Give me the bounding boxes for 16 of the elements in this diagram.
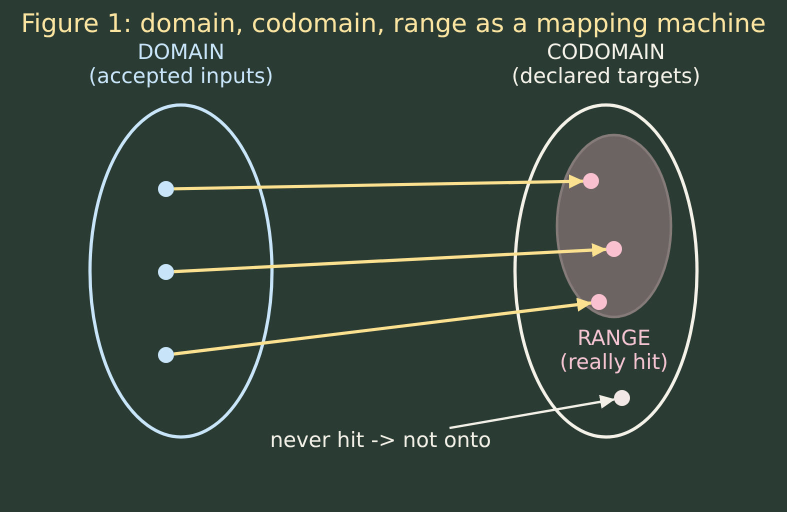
set-description: (declared targets) [512, 64, 700, 88]
arrow [449, 394, 616, 430]
dot-icon [614, 390, 630, 406]
annotation-text: never hit -> not onto [270, 428, 492, 452]
arrow [174, 298, 592, 356]
set-label: CODOMAIN [546, 40, 666, 64]
set-label: RANGE [577, 326, 651, 350]
dot-icon [158, 181, 174, 197]
arrow [174, 243, 607, 274]
dot-icon [158, 264, 174, 280]
dot-icon [158, 347, 174, 363]
set-description: (accepted inputs) [88, 64, 274, 88]
set-description: (really hit) [560, 350, 668, 374]
arrow [174, 174, 584, 190]
figure-title: Figure 1: domain, codomain, range as a mapping machine [21, 8, 766, 40]
set-label: DOMAIN [137, 40, 225, 64]
